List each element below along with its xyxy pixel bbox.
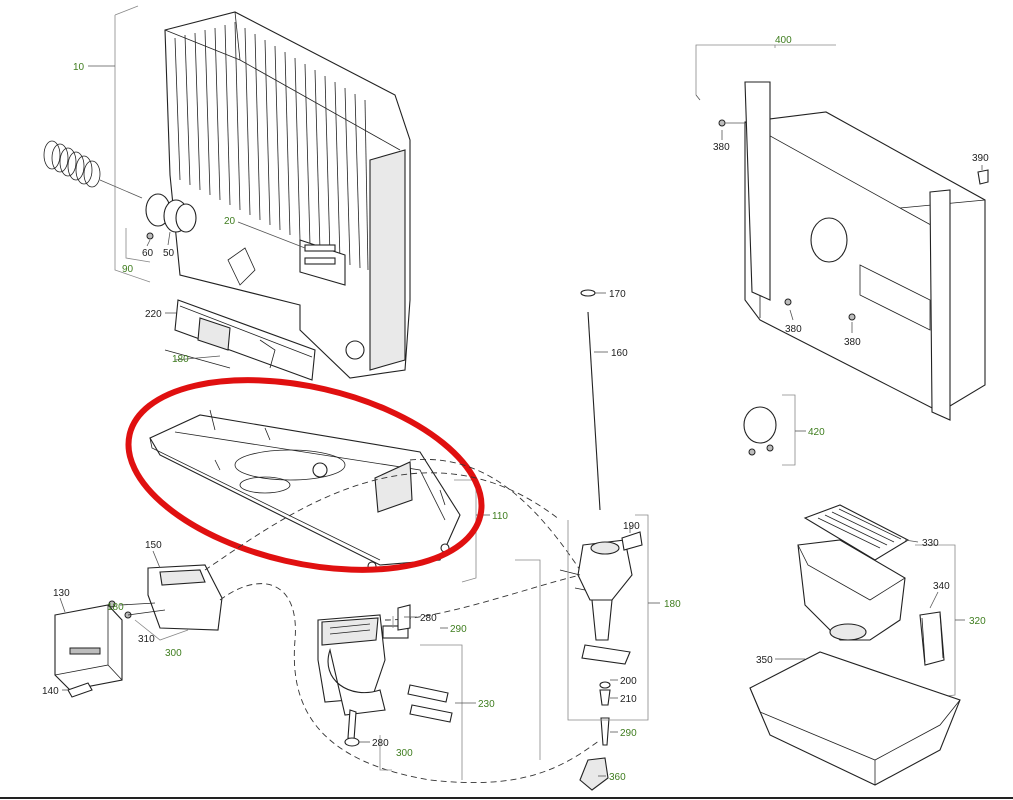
callout-50: 50 [163,248,175,259]
callout-160: 160 [611,348,628,359]
highlight-ellipse [125,377,485,573]
callout-300-control: 300 [165,648,182,659]
drip-tray-assembly [749,504,965,786]
callout-90: 90 [122,264,134,275]
callout-180-ignition: 180 [172,354,189,365]
control-unit [54,550,223,698]
callout-330: 330 [922,538,939,549]
callout-280-top: 280 [420,613,437,624]
outer-casing [695,44,989,421]
callout-190: 190 [623,521,640,532]
callout-340: 340 [933,581,950,592]
callout-290-valve: 290 [620,728,637,739]
seal-ring-set [743,394,806,466]
callout-380-top: 380 [713,142,730,153]
callout-350: 350 [756,655,773,666]
callout-380-bottom: 380 [844,337,861,348]
callout-390: 390 [972,153,989,164]
callout-290-burner: 290 [450,624,467,635]
callout-230: 230 [478,699,495,710]
callout-20: 20 [224,216,236,227]
callout-380-middle: 380 [785,324,802,335]
ignition-assembly [164,299,316,381]
gas-valve-assembly [515,289,660,791]
callout-labels: 10 20 50 60 90 110 130 140 150 160 170 1… [42,35,989,783]
callout-280-bottom: 280 [372,738,389,749]
callout-220: 220 [145,309,162,320]
callout-110: 110 [492,511,508,522]
callout-130: 130 [53,588,70,599]
base-plate [149,409,490,583]
callout-310: 310 [138,634,155,645]
callout-140: 140 [42,686,59,697]
callout-420: 420 [808,427,825,438]
callout-60: 60 [142,248,154,259]
callout-10: 10 [73,62,85,73]
callout-300-burner: 300 [396,748,413,759]
callout-360: 360 [609,772,626,783]
callout-170: 170 [609,289,626,300]
callout-180-control: 180 [107,602,124,613]
burner-assembly [317,604,476,780]
callout-320: 320 [969,616,986,627]
callout-180-valve: 180 [664,599,681,610]
heat-exchanger [88,5,411,379]
callout-150: 150 [145,540,162,551]
callout-400: 400 [775,35,792,46]
flue-ring-set [43,140,197,263]
callout-200: 200 [620,676,637,687]
callout-210: 210 [620,694,637,705]
